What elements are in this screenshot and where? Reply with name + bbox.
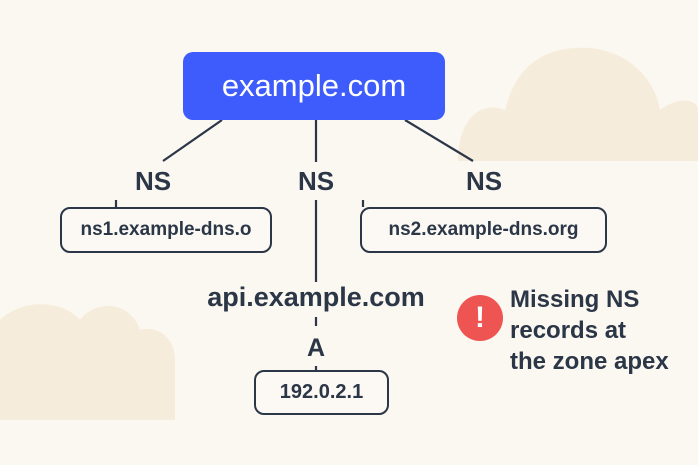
warning-message: Missing NS records at the zone apex (510, 284, 669, 377)
warning-line-2: records at (510, 317, 627, 344)
warning-line-1: Missing NS (510, 286, 640, 313)
ns2-node: ns2.example-dns.org (360, 207, 607, 253)
ns-label-1: NS (134, 166, 172, 196)
cloud-top-right (458, 47, 698, 161)
ns1-node: ns1.example-dns.o (60, 207, 272, 253)
edge-ns1 (162, 119, 223, 162)
edge-ns2 (404, 119, 474, 162)
exclamation-icon: ! (457, 295, 503, 341)
ns-label-3: NS (465, 166, 503, 196)
ns-label-2: NS (297, 166, 335, 196)
ip-node: 192.0.2.1 (254, 370, 389, 415)
cloud-bottom-left (0, 304, 175, 420)
root-domain-node: example.com (183, 52, 445, 120)
subdomain-label: api.example.com (207, 282, 425, 312)
a-record-label: A (306, 334, 326, 362)
warning-line-3: the zone apex (510, 348, 669, 375)
